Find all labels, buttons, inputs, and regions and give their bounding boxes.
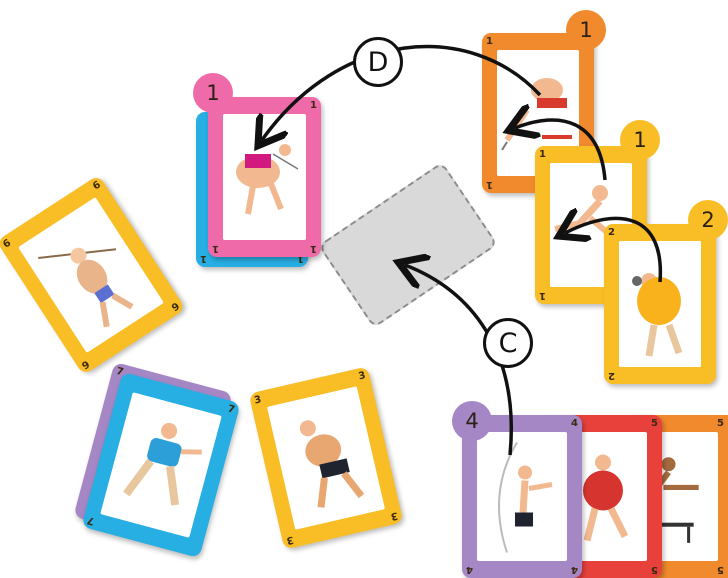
- empty-card-slot[interactable]: [318, 162, 498, 329]
- tab-value: 1: [206, 81, 219, 105]
- card-value-tab: 1: [193, 73, 233, 113]
- pole-vault-icon: [477, 432, 567, 561]
- card-corner-value: 3: [253, 394, 262, 406]
- label-c-text: C: [499, 328, 518, 359]
- card-corner-value: 4: [466, 564, 473, 575]
- shot-put-icon: [619, 241, 701, 367]
- card-corner-value: 7: [86, 514, 96, 526]
- card-value-tab: 4: [452, 401, 492, 441]
- card-value-tab: 1: [620, 120, 660, 160]
- card-corner-value: 4: [571, 418, 578, 429]
- card-corner-value: 5: [717, 418, 724, 429]
- card-value-tab: 1: [566, 10, 606, 50]
- card-corner-value: 3: [357, 370, 366, 382]
- card-corner-value: 5: [717, 564, 724, 575]
- card-corner-value: 1: [212, 243, 219, 254]
- javelin-icon: [18, 197, 164, 353]
- card-corner-value: 1: [310, 243, 317, 254]
- move-label-d: D: [353, 37, 403, 87]
- card-corner-value: 4: [571, 564, 578, 575]
- card-corner-value: 1: [539, 149, 546, 160]
- card-corner-value: 2: [608, 370, 615, 381]
- card-yellow-6[interactable]: 6 6 6 6: [0, 175, 186, 376]
- card-corner-value: 2: [608, 227, 615, 238]
- card-corner-value: 1: [310, 100, 317, 111]
- hammer-thrower-icon: [223, 114, 306, 240]
- card-yellow-2[interactable]: 2 2: [604, 224, 716, 384]
- card-corner-value: 6: [79, 358, 91, 371]
- tab-value: 2: [701, 208, 714, 232]
- card-purple-4[interactable]: 4 4 4: [462, 415, 582, 578]
- label-d-text: D: [368, 47, 389, 78]
- card-corner-value: 1: [486, 179, 493, 190]
- discus-thrower-icon: [100, 392, 221, 538]
- card-corner-value: 6: [169, 299, 181, 312]
- card-corner-value: 5: [651, 418, 658, 429]
- card-corner-value: 1: [539, 290, 546, 301]
- card-corner-value: 3: [285, 534, 294, 546]
- card-corner-value: 3: [390, 509, 399, 521]
- card-corner-value: 1: [486, 36, 493, 47]
- card-yellow-3[interactable]: 3 3 3 3: [249, 366, 404, 549]
- card-corner-value: 1: [200, 253, 207, 264]
- card-pink-1[interactable]: 1 1 1 1: [208, 97, 321, 257]
- card-corner-value: 5: [651, 564, 658, 575]
- tab-value: 1: [579, 18, 592, 42]
- card-corner-value: 7: [226, 404, 236, 416]
- tab-value: 4: [465, 409, 478, 433]
- card-corner-value: 6: [91, 179, 103, 192]
- tab-value: 1: [633, 128, 646, 152]
- card-value-tab: 2: [688, 200, 728, 240]
- weightlifter-icon: [267, 386, 385, 529]
- card-corner-value: 6: [1, 238, 13, 251]
- move-label-c: C: [483, 318, 533, 368]
